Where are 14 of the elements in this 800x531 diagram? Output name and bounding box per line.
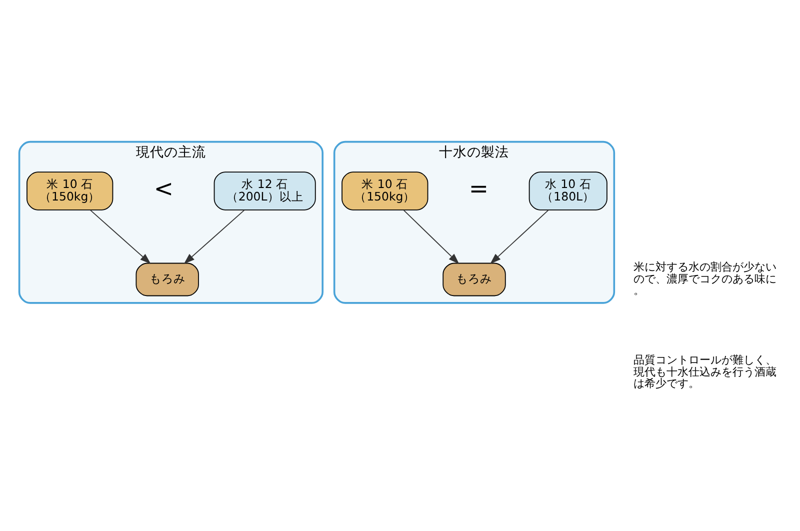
node-box: 米 10 石 （150kg） xyxy=(342,172,428,210)
arrow xyxy=(403,210,460,264)
arrow xyxy=(90,210,151,264)
arrow xyxy=(490,210,549,264)
label: 米に対する水の割合が少ないので、濃厚でコクのある味に。 xyxy=(634,260,777,298)
label: < xyxy=(154,174,174,203)
label: = xyxy=(468,174,489,203)
label: 品質コントロールが難しく、現代も十水仕込みを行う酒蔵は希少です。 xyxy=(634,354,777,390)
node-box: 水 12 石 （200L）以上 xyxy=(214,172,316,210)
node-box: もろみ xyxy=(442,262,506,296)
node-box: 水 10 石 （180L） xyxy=(528,172,608,210)
arrow xyxy=(184,210,245,264)
node-box: 米 10 石 （150kg） xyxy=(26,172,114,210)
node-box: もろみ xyxy=(136,262,199,296)
